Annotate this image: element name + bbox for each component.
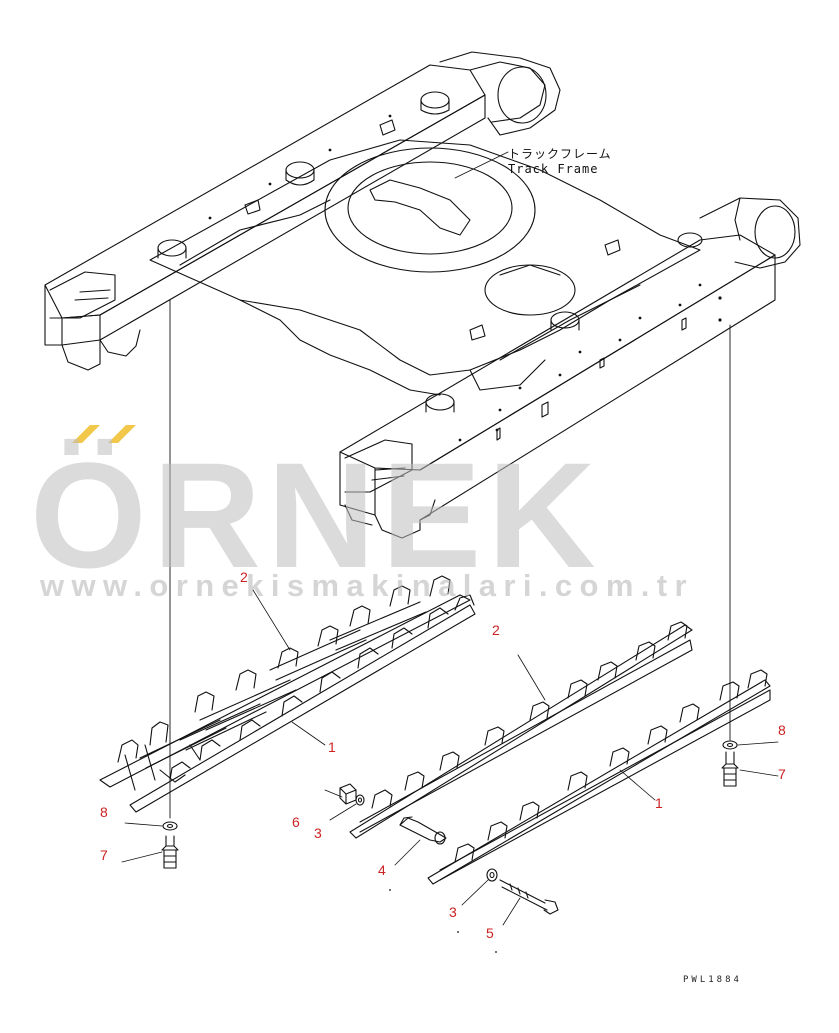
bolt-part-5 <box>499 879 559 915</box>
washer-part-8-right <box>722 740 738 750</box>
callout-6: 6 <box>292 814 300 830</box>
bolt-part-7-left <box>161 835 179 869</box>
callout-3-upper: 3 <box>314 825 322 841</box>
callout-7-left: 7 <box>100 847 108 863</box>
track-frame-label-en: Track Frame <box>508 162 599 176</box>
watermark-brand: ÖRNEK <box>30 431 602 599</box>
track-guard-left <box>99 575 476 813</box>
track-frame-label: トラックフレーム Track Frame <box>508 147 612 177</box>
callout-5: 5 <box>486 925 494 941</box>
callout-8-left: 8 <box>100 804 108 820</box>
track-frame <box>44 51 801 539</box>
callout-1-right: 1 <box>655 795 663 811</box>
spacer-part-4 <box>399 816 447 845</box>
leader-lines <box>121 151 779 926</box>
watermark-umlaut <box>72 425 136 443</box>
callout-8-right: 8 <box>778 722 786 738</box>
washer-part-3-lower <box>486 868 498 882</box>
washer-part-3-upper <box>355 794 365 806</box>
bolt-part-7-right <box>721 751 739 787</box>
callout-2-right: 2 <box>492 622 500 638</box>
watermark-url: www.ornekismakinalari.com.tr <box>40 568 694 603</box>
drawing-code: PWL1884 <box>683 975 742 985</box>
washer-part-8-left <box>162 821 178 831</box>
callout-3-lower: 3 <box>449 904 457 920</box>
nut-part-6 <box>339 783 357 805</box>
callout-1-left: 1 <box>328 739 336 755</box>
callout-2-left: 2 <box>240 569 248 585</box>
track-frame-label-jp: トラックフレーム <box>508 147 612 161</box>
callout-4: 4 <box>378 862 386 878</box>
callout-7-right: 7 <box>778 766 786 782</box>
track-guard-right <box>349 621 771 885</box>
